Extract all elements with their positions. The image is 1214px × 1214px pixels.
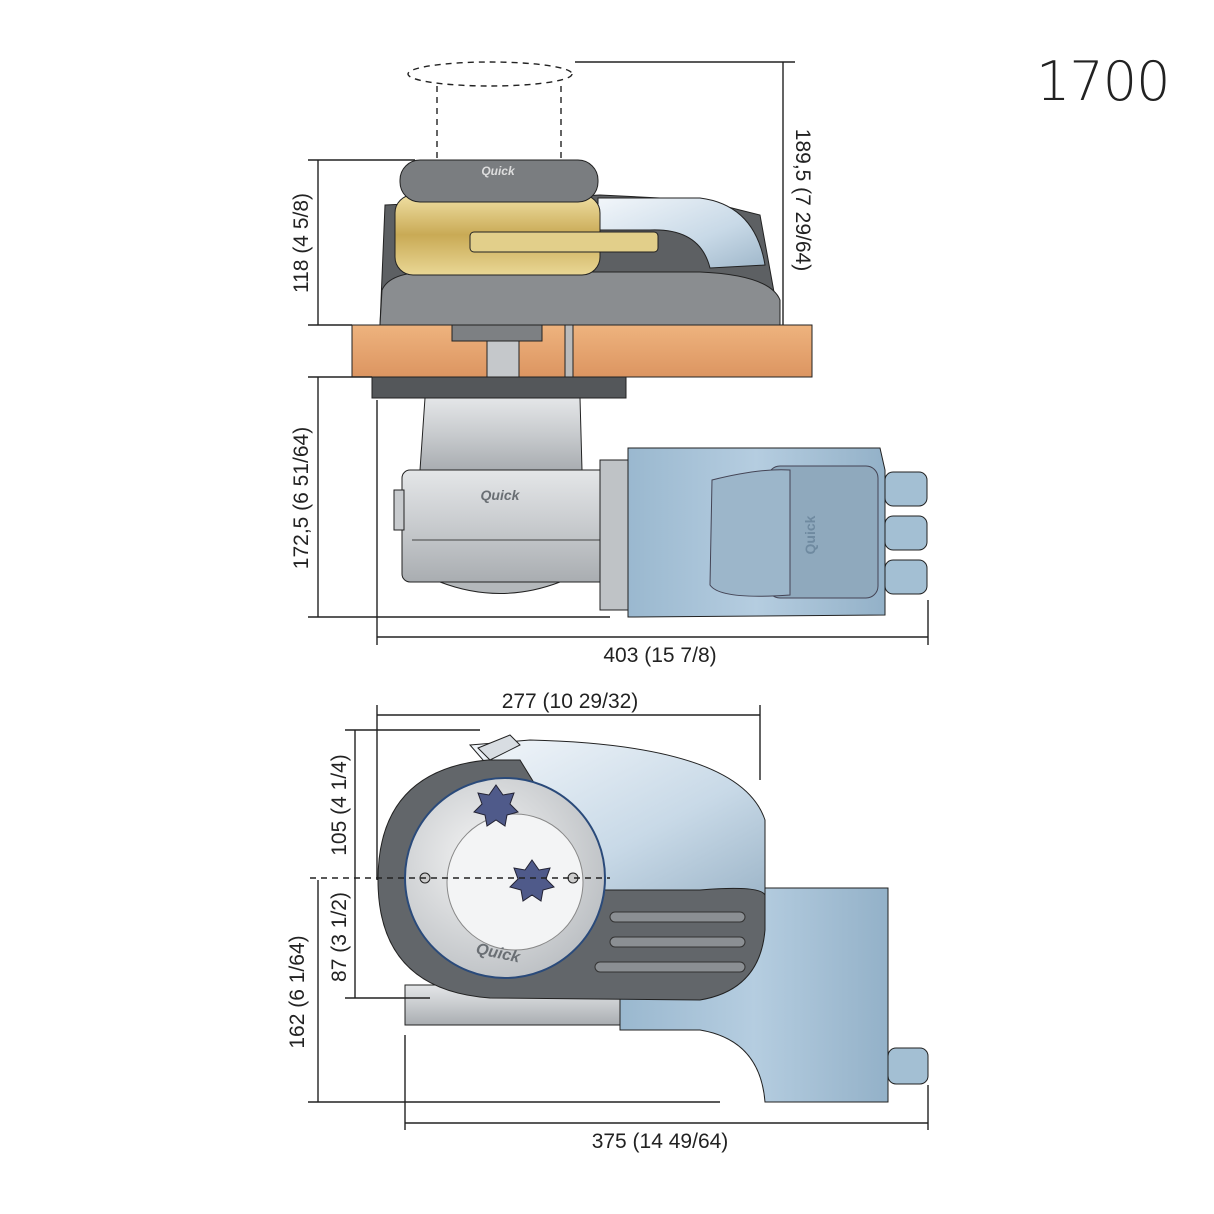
gearbox-neck [419,397,583,471]
dim-front: 105 (4 1/4) [328,754,351,856]
star-shaft-icon [509,859,555,902]
dim-width-top: 277 (10 29/32) [502,690,639,713]
mounting-flange [371,376,627,399]
top-view: Quick 277 (10 29/32) 105 (4 1/4) 87 (3 1… [286,690,929,1153]
stripper-top [477,734,521,761]
stripper-arm [469,231,659,253]
model-number: 1700 [1036,50,1170,113]
base-dome [379,271,781,326]
dim-length-total: 375 (14 49/64) [592,1130,729,1153]
logo-top-cap: Quick [481,164,516,178]
housing-ribs [594,911,746,973]
side-view: Quick Quick Quick [290,61,929,667]
dim-depth-total: 162 (6 1/64) [286,935,309,1048]
deck-section [351,324,813,378]
dim-total-height: 189,5 (7 29/64) [791,129,814,271]
dim-length: 403 (15 7/8) [603,644,716,667]
dim-rear: 87 (3 1/2) [328,892,351,982]
logo-gearbox: Quick [481,487,521,503]
cable-glands [884,471,928,595]
cable-gland [887,1047,929,1085]
shaft [486,340,520,378]
dim-below-deck: 172,5 (6 51/64) [290,427,313,569]
gypsy-removal-outline [407,61,573,87]
top-dimensions [308,705,929,1130]
dim-above-deck: 118 (4 5/8) [290,193,313,293]
side-dimensions [308,61,929,645]
top-cap [399,159,599,203]
star-nut-icon [473,784,519,827]
logo-motor: Quick [802,515,818,554]
chain-pipe-cover [597,197,766,269]
chain-pipe-cover-top [468,739,766,896]
